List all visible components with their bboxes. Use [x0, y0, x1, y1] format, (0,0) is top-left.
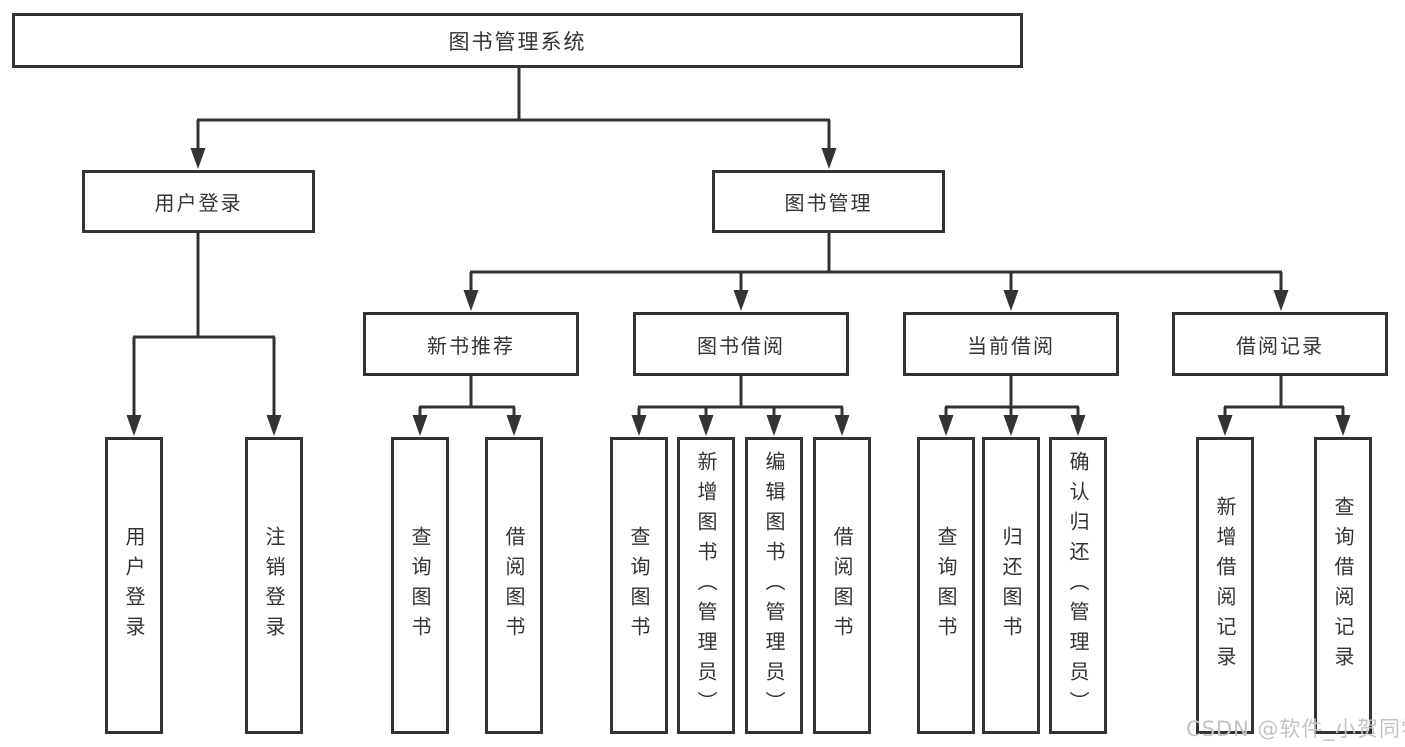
node-label: 用户登录 [154, 191, 243, 215]
node-label: 图书借阅 [697, 333, 785, 358]
node-label: 借阅记录 [1236, 333, 1324, 358]
node-label: 确认归还（管理员） [1066, 450, 1090, 721]
node-label: 查询图书 [627, 525, 651, 646]
node-label: 图书管理 [784, 191, 873, 215]
leaf-add-book-admin: 新增图书（管理员） [677, 437, 735, 734]
node-label: 借阅图书 [830, 525, 854, 646]
node-label: 查询图书 [934, 525, 958, 646]
leaf-logout: 注销登录 [245, 437, 303, 734]
leaf-query-books-borrow: 查询图书 [610, 437, 668, 734]
node-label: 编辑图书（管理员） [762, 450, 786, 721]
node-label: 借阅图书 [502, 525, 526, 646]
leaf-return-book: 归还图书 [982, 437, 1040, 734]
csdn-watermark: CSDN @软件_小贺同学 [1186, 717, 1405, 741]
node-user-login: 用户登录 [82, 170, 315, 233]
leaf-user-login: 用户登录 [105, 437, 163, 734]
node-label: 查询借阅记录 [1331, 495, 1355, 676]
node-label: 新书推荐 [427, 333, 515, 358]
node-label: 用户登录 [122, 525, 146, 646]
leaf-add-borrow-record: 新增借阅记录 [1196, 437, 1254, 734]
leaf-confirm-return-admin: 确认归还（管理员） [1049, 437, 1107, 734]
node-label: 查询图书 [408, 525, 432, 646]
node-label: 注销登录 [262, 525, 286, 646]
leaf-borrow-books: 借阅图书 [813, 437, 871, 734]
leaf-query-books-recommend: 查询图书 [391, 437, 449, 734]
node-label: 图书管理系统 [448, 29, 587, 54]
node-library-system: 图书管理系统 [12, 13, 1023, 68]
node-label: 当前借阅 [967, 333, 1055, 358]
node-label: 归还图书 [999, 525, 1023, 646]
node-new-book-recommend: 新书推荐 [363, 312, 579, 376]
arrowheads [126, 148, 1351, 436]
leaf-query-borrow-record: 查询借阅记录 [1314, 437, 1372, 734]
leaf-query-books-current: 查询图书 [917, 437, 975, 734]
node-book-borrow: 图书借阅 [633, 312, 849, 376]
leaf-borrow-books-recommend: 借阅图书 [485, 437, 543, 734]
node-label: 新增借阅记录 [1213, 495, 1237, 676]
node-borrow-records: 借阅记录 [1172, 312, 1388, 376]
node-label: 新增图书（管理员） [694, 450, 718, 721]
leaf-edit-book-admin: 编辑图书（管理员） [745, 437, 803, 734]
node-book-management: 图书管理 [712, 170, 945, 233]
node-current-borrow: 当前借阅 [903, 312, 1119, 376]
